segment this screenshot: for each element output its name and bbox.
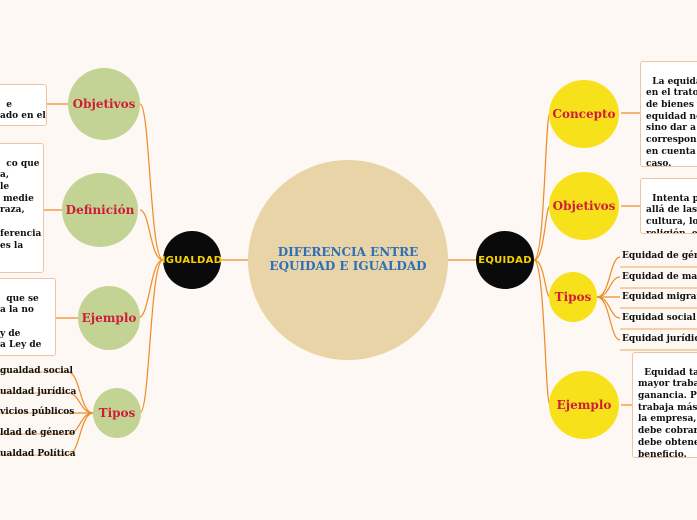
igualdad-definicion-label: Definición: [65, 203, 135, 217]
igualdad-tipo-item[interactable]: gualdad social: [0, 366, 73, 376]
equidad-tipo-item[interactable]: Equidad social: [622, 313, 696, 323]
igualdad-definicion-box: co que a, le medie raza, ferencia es la: [0, 143, 44, 273]
central-title-line1: DIFERENCIA ENTRE: [277, 245, 419, 260]
equidad-hub-label: EQUIDAD: [478, 254, 532, 266]
equidad-ejemplo-box: Equidad tam mayor trabaj ganancia. Po tr…: [632, 352, 697, 458]
igualdad-hub[interactable]: IGUALDAD: [161, 231, 223, 289]
central-title-line2: EQUIDAD E IGUALDAD: [269, 259, 427, 273]
equidad-concepto-box: La equidad en el trato de bienes y equid…: [640, 61, 697, 167]
igualdad-objetivos-text: e ado en el: [0, 99, 46, 122]
equidad-tipo-item[interactable]: Equidad migrato: [622, 292, 697, 302]
equidad-concepto-text: La equidad en el trato de bienes y equid…: [646, 76, 697, 167]
equidad-tipo-item[interactable]: Equidad jurídica: [622, 334, 697, 344]
equidad-objetivos-text: Intenta pro allá de las d cultura, los r…: [646, 193, 697, 234]
equidad-tipos-node[interactable]: Tipos: [549, 272, 597, 322]
igualdad-objetivos-box: e ado en el: [0, 84, 47, 126]
igualdad-tipos-label: Tipos: [98, 406, 136, 420]
igualdad-definicion-text: co que a, le medie raza, ferencia es la: [0, 158, 42, 251]
igualdad-ejemplo-label: Ejemplo: [81, 311, 137, 325]
equidad-ejemplo-label: Ejemplo: [556, 398, 612, 412]
equidad-concepto-label: Concepto: [552, 107, 616, 121]
igualdad-objetivos-node[interactable]: Objetivos: [68, 68, 140, 140]
igualdad-ejemplo-node[interactable]: Ejemplo: [78, 286, 140, 350]
equidad-objetivos-node[interactable]: Objetivos: [549, 172, 619, 240]
equidad-concepto-node[interactable]: Concepto: [549, 80, 619, 148]
equidad-tipos-label: Tipos: [554, 290, 592, 304]
igualdad-ejemplo-box: que se a la no y de a Ley de: [0, 278, 56, 356]
igualdad-definicion-node[interactable]: Definición: [62, 173, 138, 247]
igualdad-hub-label: IGUALDAD: [161, 254, 223, 266]
equidad-ejemplo-node[interactable]: Ejemplo: [549, 371, 619, 439]
igualdad-tipo-item[interactable]: ualdad Política: [0, 449, 76, 459]
equidad-tipo-item[interactable]: Equidad de mate: [622, 272, 697, 282]
igualdad-tipo-item[interactable]: vicios públicos: [0, 407, 75, 417]
igualdad-objetivos-label: Objetivos: [72, 97, 136, 111]
equidad-ejemplo-text: Equidad tam mayor trabaj ganancia. Po tr…: [638, 367, 697, 458]
equidad-objetivos-box: Intenta pro allá de las d cultura, los r…: [640, 178, 697, 234]
igualdad-tipos-node[interactable]: Tipos: [93, 388, 141, 438]
igualdad-tipo-item[interactable]: ldad de género: [0, 428, 76, 438]
equidad-objetivos-label: Objetivos: [552, 199, 616, 213]
equidad-tipo-item[interactable]: Equidad de géne: [622, 251, 697, 261]
igualdad-tipo-item[interactable]: ualdad jurídica: [0, 387, 77, 397]
central-topic[interactable]: DIFERENCIA ENTRE EQUIDAD E IGUALDAD: [248, 160, 448, 360]
igualdad-ejemplo-text: que se a la no y de a Ley de: [0, 293, 42, 351]
equidad-hub[interactable]: EQUIDAD: [476, 231, 534, 289]
